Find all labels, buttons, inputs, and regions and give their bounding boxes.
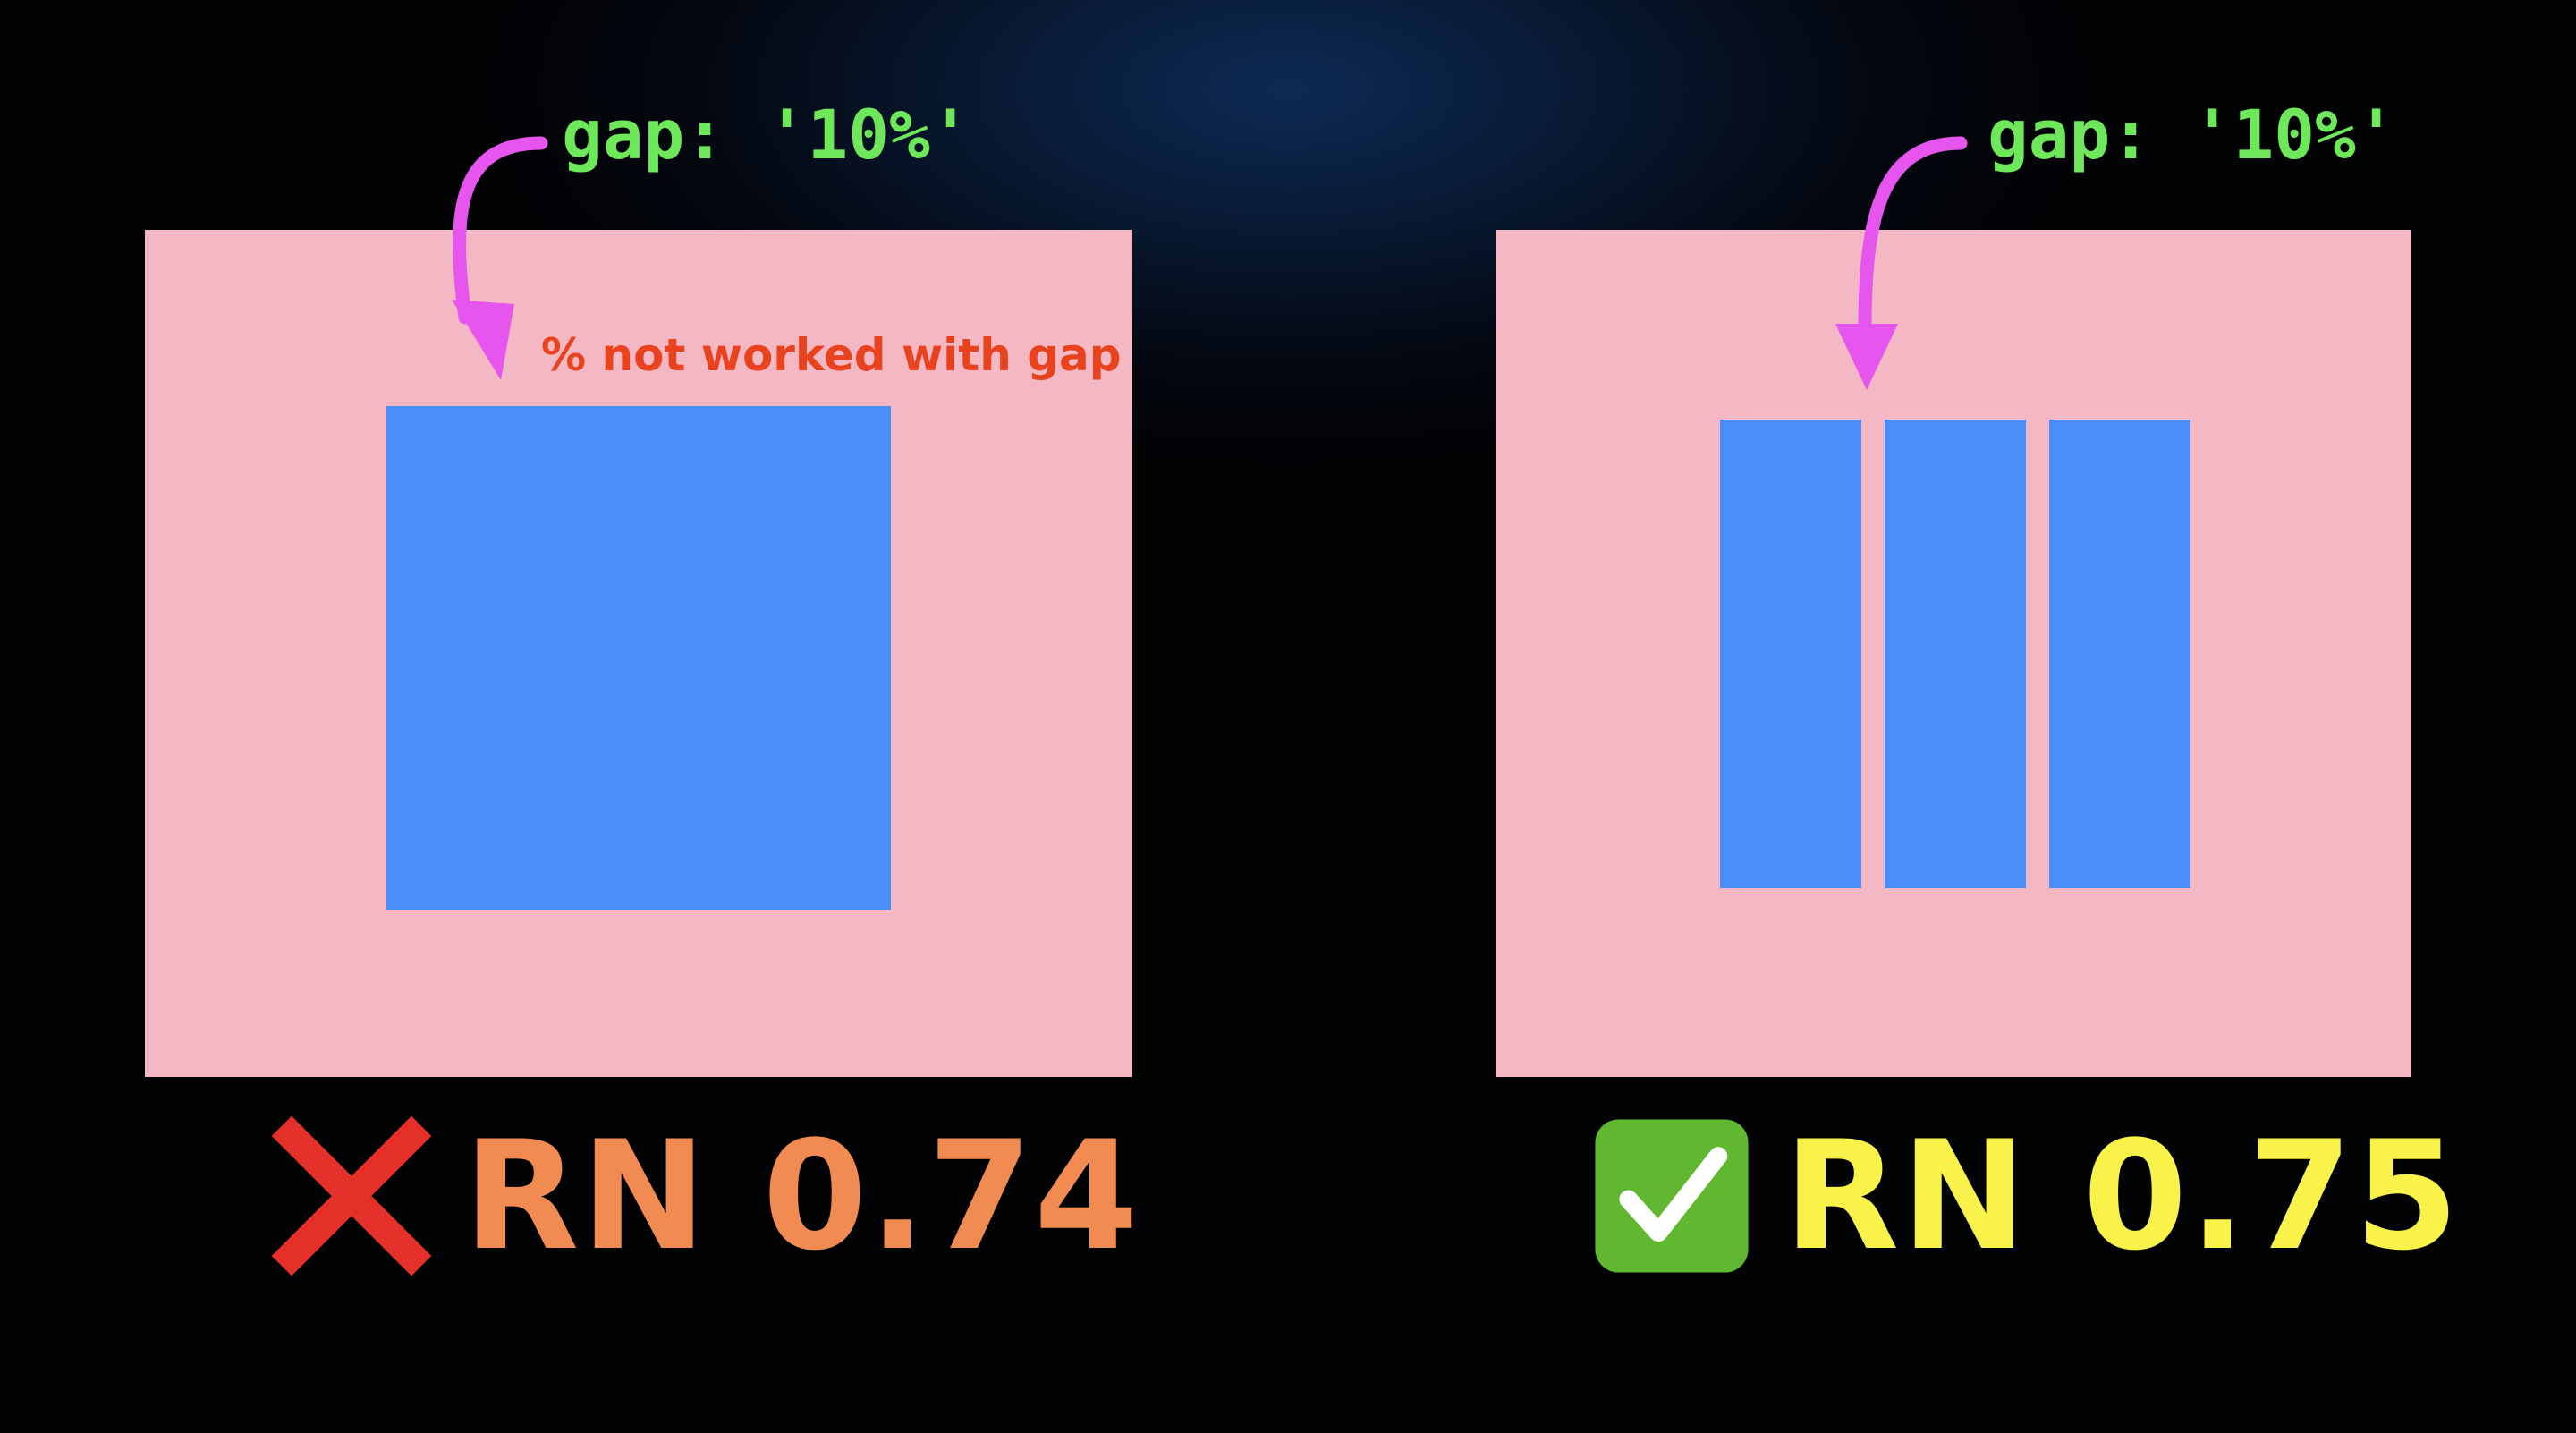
right-example-panel xyxy=(1496,230,2411,1077)
left-version-row: RN 0.74 xyxy=(268,1111,1140,1281)
right-version-label: RN 0.75 xyxy=(1784,1108,2461,1284)
blue-columns-group xyxy=(1720,420,2190,888)
right-gap-code-label: gap: '10%' xyxy=(1987,95,2397,174)
cross-mark-icon xyxy=(271,1115,432,1276)
left-version-label: RN 0.74 xyxy=(463,1108,1140,1284)
blue-column xyxy=(1720,420,1861,888)
warning-note: % not worked with gap xyxy=(541,329,1122,381)
check-mark-icon xyxy=(1595,1119,1749,1273)
left-example-panel xyxy=(145,230,1132,1077)
single-blue-box xyxy=(386,406,891,910)
blue-column xyxy=(2049,420,2190,888)
right-arrow-icon xyxy=(1835,136,1968,390)
right-version-row: RN 0.75 xyxy=(1589,1111,2461,1281)
left-gap-code-label: gap: '10%' xyxy=(562,95,971,174)
left-arrow-icon xyxy=(452,136,548,380)
blue-column xyxy=(1885,420,2026,888)
